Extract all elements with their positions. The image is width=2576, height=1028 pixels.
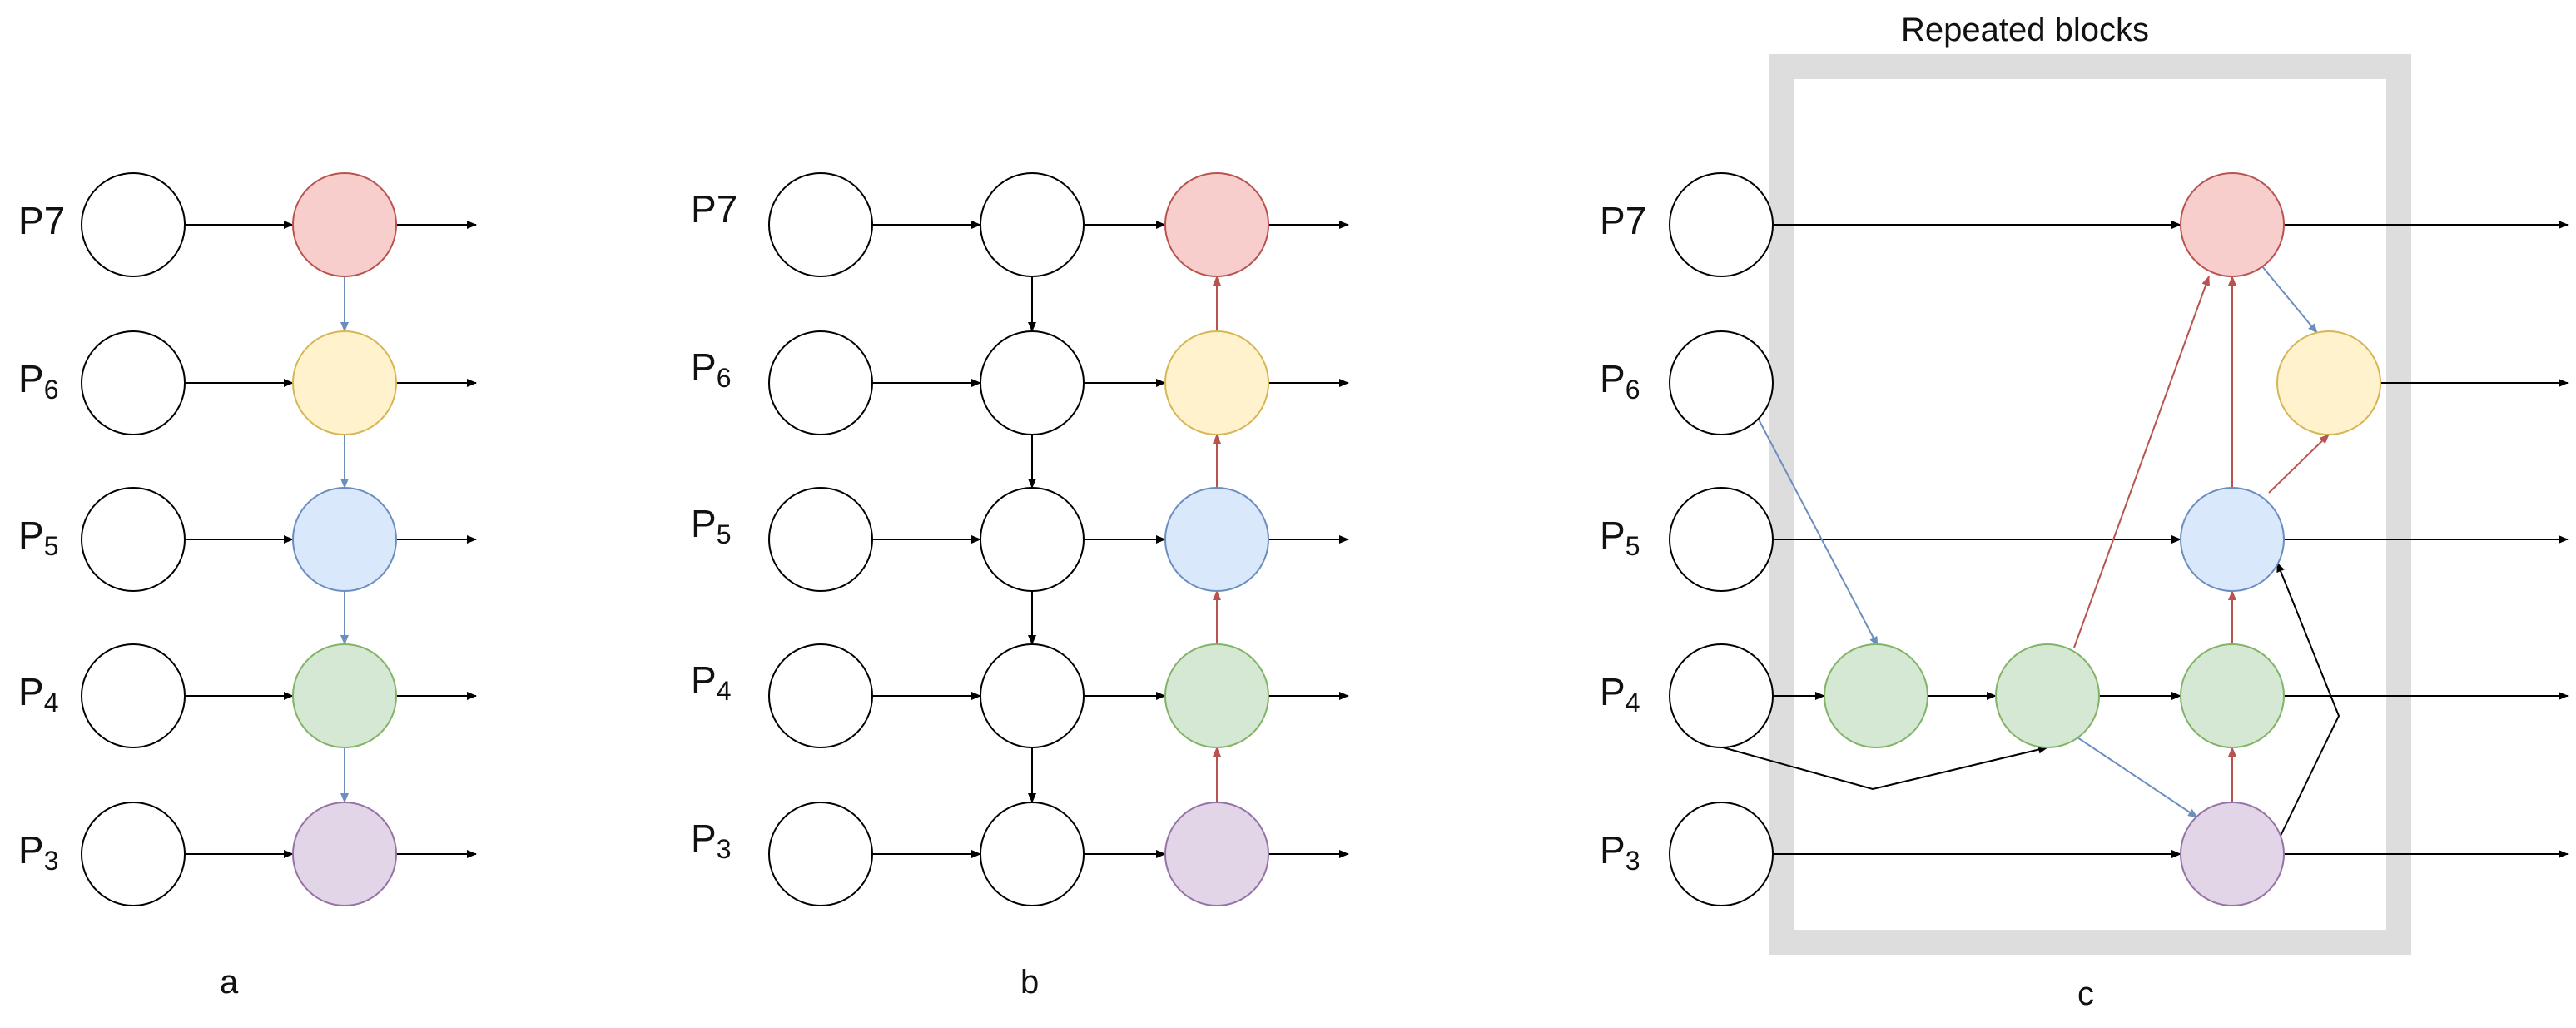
panel-b-output-node-p5 <box>1164 487 1269 592</box>
panel-label-b: b <box>1020 964 1040 1001</box>
panel-a-output-node-p3 <box>292 802 397 906</box>
panel-b-mid-node-p3 <box>980 802 1085 906</box>
panel-b-mid-node-p7 <box>980 172 1085 277</box>
panel-b-input-node-p7 <box>768 172 873 277</box>
row-label-p6-panel-b: P6 <box>691 345 732 393</box>
panel-c-input-node-p7 <box>1669 172 1774 277</box>
panel-a-output-node-p5 <box>292 487 397 592</box>
panel-b-mid-node-p4 <box>980 643 1085 748</box>
panel-label-a: a <box>220 964 239 1001</box>
panel-c-purple-to-blue-arrow <box>2276 562 2340 837</box>
row-label-p5-panel-b: P5 <box>691 502 732 549</box>
row-label-p7-panel-c: P7 <box>1600 199 1647 242</box>
panel-c-yellow-node <box>2276 330 2381 435</box>
panel-c-red-to-yellow-arrow <box>2261 266 2318 334</box>
panel-c-skip-arrow <box>1722 745 2048 791</box>
panel-c-green2-to-red-arrow <box>2073 276 2210 648</box>
panel-b-output-node-p3 <box>1164 802 1269 906</box>
panel-b-output-node-p6 <box>1164 330 1269 435</box>
panel-c-green2-to-purple-arrow <box>2077 737 2198 818</box>
panel-c-blue-to-yellow-arrow <box>2268 434 2330 494</box>
row-label-p5-panel-c: P5 <box>1600 514 1640 561</box>
row-label-p3-panel-a: P3 <box>18 828 59 876</box>
panel-c-input-node-p4 <box>1669 643 1774 748</box>
panel-b-input-node-p6 <box>768 330 873 435</box>
panel-b-output-node-p4 <box>1164 643 1269 748</box>
panel-b-mid-node-p5 <box>980 487 1085 592</box>
panel-c-red-node <box>2180 172 2285 277</box>
panel-a-input-node-p3 <box>81 802 186 906</box>
panel-c-input-node-p6 <box>1669 330 1774 435</box>
panel-b-output-node-p7 <box>1164 172 1269 277</box>
panel-b-mid-node-p6 <box>980 330 1085 435</box>
panel-a-output-node-p6 <box>292 330 397 435</box>
panel-a-input-node-p7 <box>81 172 186 277</box>
repeated-blocks-title: Repeated blocks <box>1901 12 2149 48</box>
panel-c-green-node-2 <box>1995 643 2100 748</box>
panel-c-purple-node <box>2180 802 2285 906</box>
row-label-p6-panel-a: P6 <box>18 357 59 405</box>
panel-c-green-node-1 <box>1824 643 1928 748</box>
panel-c-p6-to-green1-arrow <box>1757 417 1879 647</box>
panel-c-input-node-p5 <box>1669 487 1774 592</box>
panel-a-input-node-p6 <box>81 330 186 435</box>
panel-label-c: c <box>2077 976 2094 1012</box>
row-label-p3-panel-b: P3 <box>691 817 732 864</box>
row-label-p7-panel-a: P7 <box>18 199 66 242</box>
panel-b-input-node-p3 <box>768 802 873 906</box>
panel-c-blue-node <box>2180 487 2285 592</box>
row-label-p7-panel-b: P7 <box>691 187 738 231</box>
repeated-blocks-frame <box>1769 54 2411 955</box>
row-label-p6-panel-c: P6 <box>1600 357 1640 405</box>
panel-c-green-node-3 <box>2180 643 2285 748</box>
panel-a-output-node-p4 <box>292 643 397 748</box>
panel-b-input-node-p5 <box>768 487 873 592</box>
panel-a-output-node-p7 <box>292 172 397 277</box>
panel-a-input-node-p4 <box>81 643 186 748</box>
row-label-p5-panel-a: P5 <box>18 514 59 561</box>
panel-b-input-node-p4 <box>768 643 873 748</box>
row-label-p4-panel-b: P4 <box>691 658 732 706</box>
row-label-p4-panel-a: P4 <box>18 670 59 718</box>
panel-c-input-node-p3 <box>1669 802 1774 906</box>
panel-a-input-node-p5 <box>81 487 186 592</box>
row-label-p3-panel-c: P3 <box>1600 828 1640 876</box>
row-label-p4-panel-c: P4 <box>1600 670 1640 718</box>
